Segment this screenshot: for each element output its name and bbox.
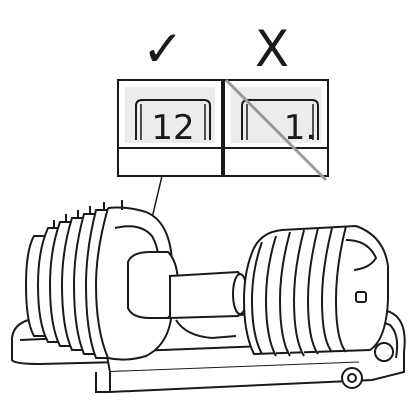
correct-value-text: 12 (151, 108, 194, 148)
left-weight-stack (24, 200, 173, 361)
right-weight-stack (242, 224, 389, 357)
check-mark-icon: ✓ (142, 20, 184, 78)
handle-grip (127, 251, 248, 340)
strike-through-line (224, 78, 328, 182)
incorrect-display-panel: 1. (223, 78, 329, 182)
correct-display-panel: 12 (117, 79, 223, 177)
x-mark-icon: X (255, 20, 289, 78)
